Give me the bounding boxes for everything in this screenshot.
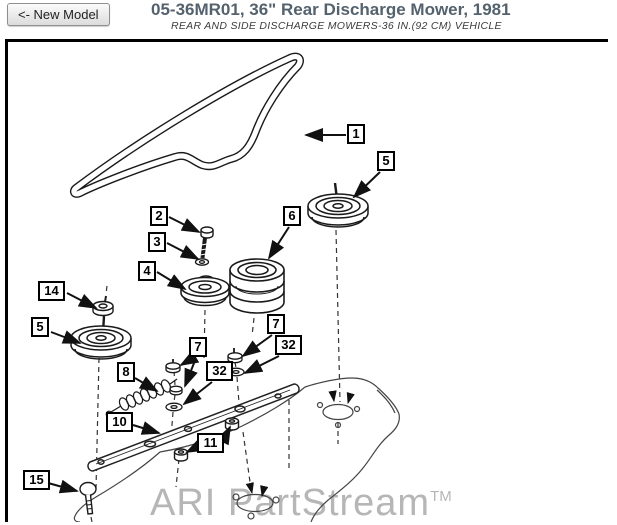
callout-arrow-15 bbox=[47, 479, 79, 494]
callout-11[interactable]: 11 bbox=[197, 433, 224, 453]
part-double-pulley bbox=[229, 258, 285, 314]
watermark-text: ARI PartStream bbox=[150, 482, 431, 524]
callout-32[interactable]: 32 bbox=[206, 361, 233, 381]
callout-arrow-5 bbox=[352, 171, 381, 199]
new-model-button[interactable]: <- New Model bbox=[7, 3, 110, 26]
callout-8[interactable]: 8 bbox=[117, 362, 135, 382]
callout-2[interactable]: 2 bbox=[150, 206, 168, 226]
part-idler-arm bbox=[87, 383, 300, 472]
callout-arrow-5 bbox=[50, 330, 82, 344]
page-title: 05-36MR01, 36" Rear Discharge Mower, 198… bbox=[151, 0, 511, 19]
watermark-tm: TM bbox=[430, 488, 452, 505]
callout-arrow-32 bbox=[243, 355, 280, 374]
callout-arrow-7 bbox=[241, 334, 273, 358]
callout-arrow-4 bbox=[156, 271, 187, 291]
part-idler-pulley-right bbox=[307, 182, 369, 228]
part-belt bbox=[69, 52, 304, 198]
callout-arrow-3 bbox=[166, 242, 200, 260]
page-subtitle: REAR AND SIDE DISCHARGE MOWERS-36 IN.(92… bbox=[171, 20, 502, 32]
callout-14[interactable]: 14 bbox=[38, 281, 65, 301]
part-carriage-bolt bbox=[79, 481, 97, 515]
callout-5[interactable]: 5 bbox=[31, 317, 49, 337]
diagram-frame bbox=[5, 39, 608, 522]
callout-1[interactable]: 1 bbox=[347, 124, 365, 144]
watermark: ARI PartStreamTM bbox=[150, 482, 452, 525]
callout-6[interactable]: 6 bbox=[283, 206, 301, 226]
callout-5[interactable]: 5 bbox=[377, 151, 395, 171]
callout-15[interactable]: 15 bbox=[23, 470, 50, 490]
part-locknut bbox=[92, 295, 114, 317]
callout-arrow-11 bbox=[185, 438, 206, 453]
callout-4[interactable]: 4 bbox=[138, 261, 156, 281]
callout-10[interactable]: 10 bbox=[106, 412, 133, 432]
callout-arrow-8 bbox=[134, 376, 159, 393]
part-washer bbox=[194, 258, 210, 266]
callout-7[interactable]: 7 bbox=[267, 314, 285, 334]
callout-arrow-7 bbox=[179, 350, 200, 367]
callout-3[interactable]: 3 bbox=[148, 232, 166, 252]
part-small-pulley bbox=[180, 275, 230, 307]
callout-arrow-7 bbox=[184, 357, 198, 388]
callout-arrow-6 bbox=[267, 226, 290, 260]
callout-7[interactable]: 7 bbox=[189, 337, 207, 357]
callout-arrow-2 bbox=[168, 216, 201, 233]
callout-32[interactable]: 32 bbox=[275, 335, 302, 355]
part-bolt bbox=[199, 226, 214, 259]
callout-arrow-32 bbox=[182, 381, 213, 406]
centerlines bbox=[90, 229, 341, 522]
callout-arrow-10 bbox=[132, 421, 161, 435]
part-idler-pulley-left bbox=[70, 315, 132, 360]
callout-arrow-11 bbox=[216, 425, 231, 446]
part-deck bbox=[73, 377, 400, 522]
callout-arrow-14 bbox=[66, 292, 98, 309]
